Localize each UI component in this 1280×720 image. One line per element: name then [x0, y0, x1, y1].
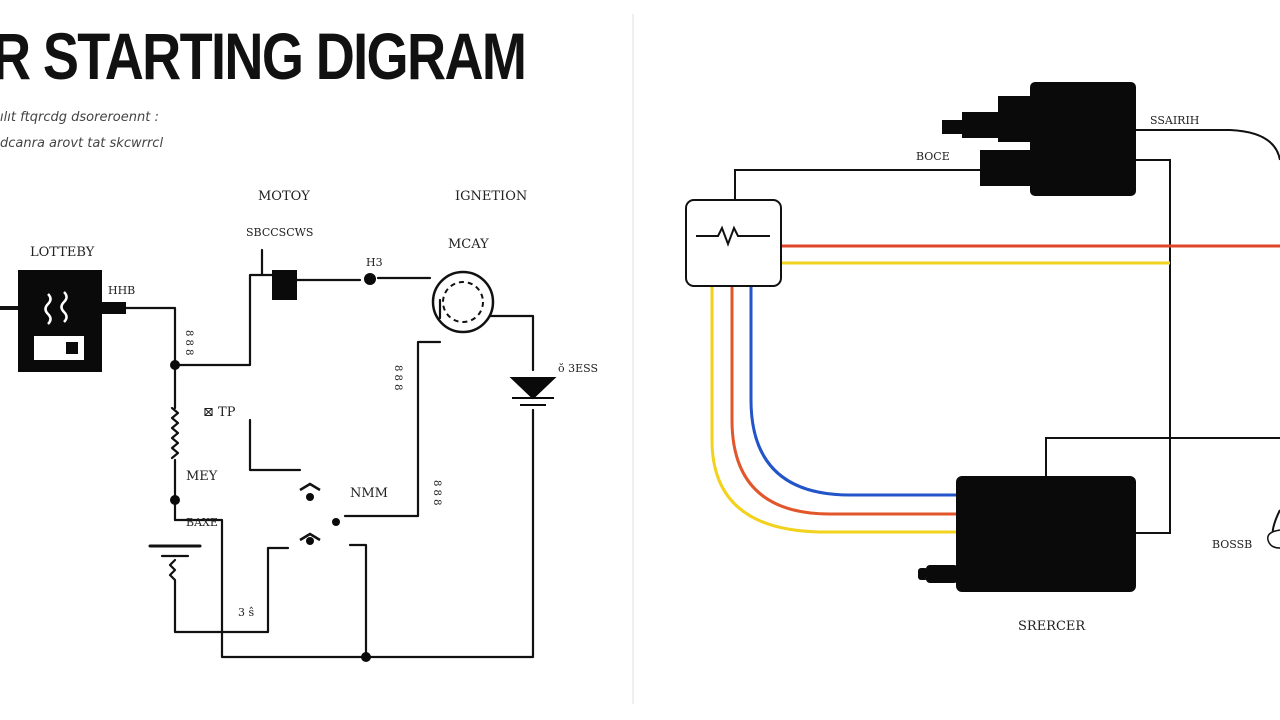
solenoid-block — [942, 82, 1136, 196]
diode-feed-wire — [488, 314, 535, 372]
battery-terminal-label: HHB — [108, 284, 135, 297]
switch-contacts — [299, 482, 321, 542]
switch-return-wire — [348, 543, 368, 659]
sensor-box — [685, 199, 782, 287]
fuse-wire — [295, 276, 432, 282]
mid-top-label: BOCE — [916, 150, 950, 163]
waveform-icon — [696, 225, 770, 247]
bottom-right-label: BOSSB — [1212, 538, 1252, 551]
hatch-marks: 8 8 8 8 8 8 8 8 8 — [183, 330, 442, 505]
switch-node-right — [332, 518, 340, 526]
fuse-node — [364, 273, 376, 285]
solenoid-to-starter-wire — [1136, 159, 1171, 534]
coil-wire — [170, 406, 180, 460]
battery-wave-icon — [44, 291, 68, 325]
sensor-to-solenoid-wire — [734, 169, 980, 200]
top-right-loop-wire — [1136, 129, 1280, 161]
diode-symbol — [509, 377, 557, 406]
right-wiring-diagram: SSAIRIH BOCE BOSSB SRERCER — [685, 82, 1280, 634]
motor-circle — [431, 270, 495, 334]
starter-top-wire — [1045, 437, 1280, 476]
left-schematic: 8 8 8 8 8 8 8 8 8 LOTTEBY HHB MOTOY SBCC… — [0, 189, 598, 662]
connector-icon — [1267, 529, 1280, 549]
battery-terminal — [102, 302, 126, 314]
diode-return-wire — [173, 408, 535, 659]
coil-return-wire — [248, 418, 302, 472]
svg-text:8 8 8: 8 8 8 — [183, 330, 194, 355]
junction-dot — [170, 495, 180, 505]
ignition-label: MCAY — [448, 237, 489, 252]
orange-wire-curve — [730, 286, 958, 516]
blue-wire-curve — [749, 286, 958, 497]
yellow-wire-curve — [710, 286, 958, 534]
switch-label: NMM — [350, 486, 388, 501]
bottom-label: 3 ŝ — [238, 606, 254, 619]
junction-dot — [170, 360, 180, 370]
fuse-label: H3 — [366, 256, 383, 269]
motor-inner — [442, 281, 484, 323]
relay-block — [272, 270, 297, 300]
switch-output-wire — [343, 340, 442, 518]
battery-label: LOTTEBY — [30, 245, 95, 260]
switch-node-top — [306, 493, 314, 501]
battery-output-wire — [100, 306, 177, 367]
key-label: MEY — [186, 469, 218, 484]
diode-label: ŏ 3ESS — [558, 362, 598, 375]
starter-block — [918, 476, 1136, 592]
starter-label: SRERCER — [1018, 619, 1086, 634]
motor-label: MOTOY — [258, 189, 310, 204]
ignition-top-label: IGNETION — [455, 189, 527, 204]
subtitle-line-1: ılıt ftqrcdg dsoreroennt : — [0, 110, 159, 125]
top-right-label: SSAIRIH — [1150, 114, 1199, 127]
svg-text:8 8 8: 8 8 8 — [392, 365, 403, 390]
page-title: R STARTING DIGRAM — [0, 19, 527, 93]
panel-divider — [632, 14, 634, 704]
switch-node-bottom — [306, 537, 314, 545]
battery-indicator — [66, 342, 78, 354]
junction-dot — [361, 652, 371, 662]
cell-zigzag-wire — [168, 546, 290, 634]
svg-text:8 8 8: 8 8 8 — [431, 480, 442, 505]
key-sub-label: BAXE — [186, 516, 218, 529]
relay-label: SBCCSCWS — [246, 226, 313, 239]
subtitle-line-2: dcanra arovt tat skcwrrcl — [0, 136, 164, 151]
small-marker-label: ⊠ TP — [203, 405, 236, 420]
